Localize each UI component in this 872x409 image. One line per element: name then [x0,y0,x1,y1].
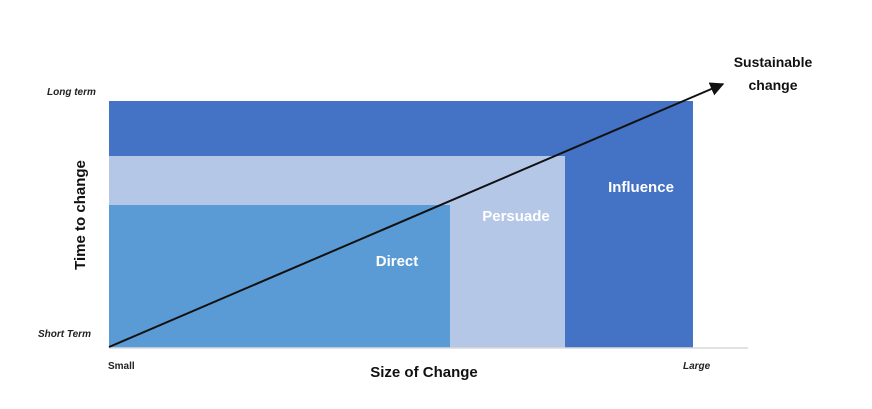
x-axis-title: Size of Change [370,364,478,381]
persuade-zone-column [450,205,565,348]
direct-label: Direct [376,253,419,270]
persuade-zone-band [109,156,565,205]
sustainable-change-label-line2: change [748,77,797,93]
x-axis-left-label: Small [108,361,135,372]
y-axis-bottom-label: Short Term [38,329,91,340]
sustainable-change-arrow [108,82,725,348]
y-axis-title: Time to change [72,160,89,270]
y-axis-top-label: Long term [47,87,96,98]
influence-label: Influence [608,179,674,196]
persuade-label: Persuade [482,208,550,225]
sustainable-change-label-line1: Sustainable [734,54,813,70]
direct-zone [109,205,450,348]
x-axis-right-label: Large [683,361,711,372]
